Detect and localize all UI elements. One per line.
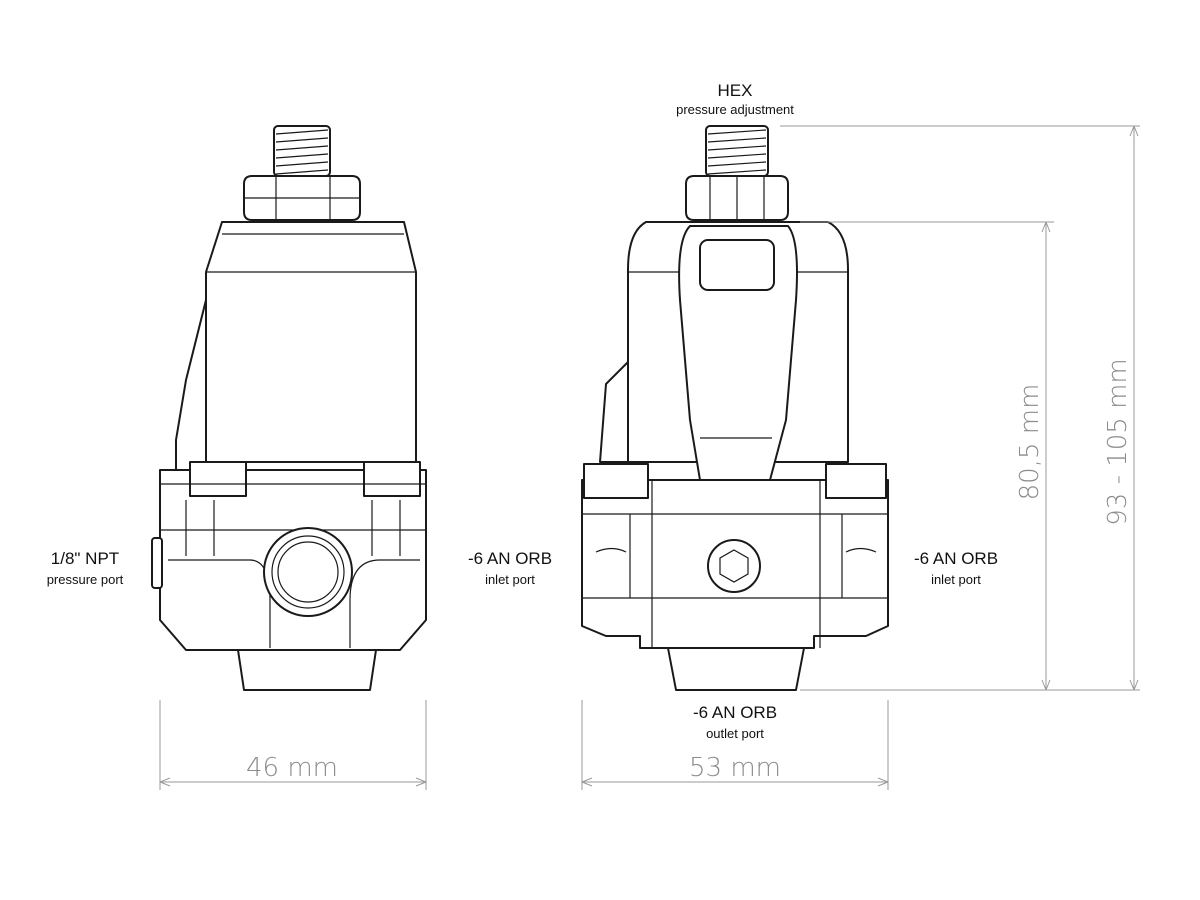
label-inlet-right: -6 AN ORB inlet port bbox=[914, 549, 998, 587]
label-outlet-subtitle: outlet port bbox=[706, 726, 764, 741]
side-hex-nut bbox=[243, 175, 361, 221]
side-npt-stub bbox=[151, 537, 163, 589]
dim-text-side-width: 46 mm bbox=[246, 753, 338, 783]
front-hex-socket-plug bbox=[707, 539, 761, 593]
side-pressure-port bbox=[263, 527, 353, 617]
dim-text-body-height: 80,5 mm bbox=[1015, 384, 1045, 501]
dim-text-total-height: 93 - 105 mm bbox=[1103, 358, 1133, 526]
label-hex: HEX pressure adjustment bbox=[676, 81, 794, 117]
label-npt-subtitle: pressure port bbox=[47, 572, 124, 587]
label-hex-title: HEX bbox=[718, 81, 753, 100]
front-adjust-window bbox=[699, 239, 775, 291]
front-threaded-stud bbox=[705, 125, 769, 177]
front-view bbox=[581, 125, 889, 691]
front-outlet-fitting bbox=[667, 647, 805, 691]
side-view bbox=[151, 125, 427, 691]
label-inlet-right-subtitle: inlet port bbox=[931, 572, 981, 587]
dimension-lines bbox=[159, 125, 1140, 790]
label-inlet-left: -6 AN ORB inlet port bbox=[468, 549, 552, 587]
side-upper-housing bbox=[175, 221, 417, 481]
side-threaded-stud bbox=[273, 125, 331, 177]
label-outlet: -6 AN ORB outlet port bbox=[693, 703, 777, 741]
label-outlet-title: -6 AN ORB bbox=[693, 703, 777, 722]
label-inlet-right-title: -6 AN ORB bbox=[914, 549, 998, 568]
label-npt-title: 1/8" NPT bbox=[51, 549, 119, 568]
front-hex-nut bbox=[685, 175, 789, 221]
label-npt: 1/8" NPT pressure port bbox=[47, 549, 124, 587]
front-upper-housing bbox=[599, 221, 849, 481]
side-outlet-fitting bbox=[237, 649, 377, 691]
label-hex-subtitle: pressure adjustment bbox=[676, 102, 794, 117]
dim-text-front-width: 53 mm bbox=[689, 753, 781, 783]
label-inlet-left-title: -6 AN ORB bbox=[468, 549, 552, 568]
label-inlet-left-subtitle: inlet port bbox=[485, 572, 535, 587]
